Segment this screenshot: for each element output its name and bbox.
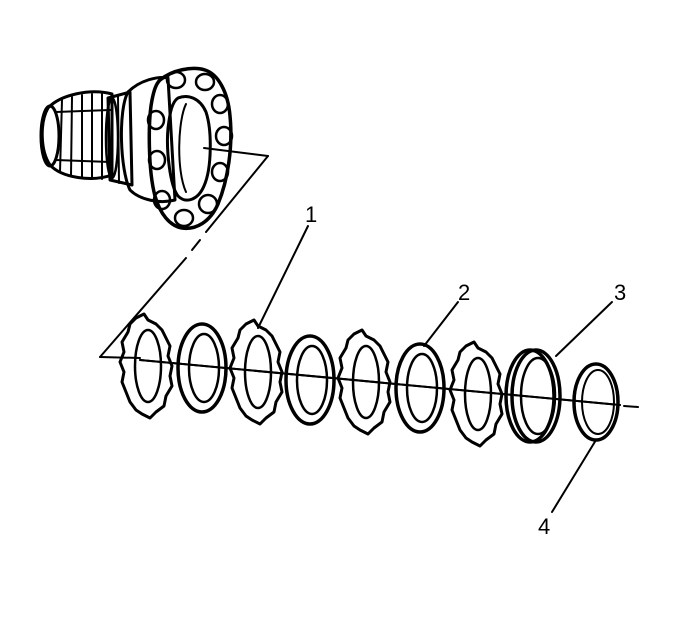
centerline-overlay <box>139 359 621 406</box>
ribbed-drum <box>39 90 114 180</box>
axis-lines <box>99 147 639 408</box>
housing-body <box>119 76 177 204</box>
steel-plate <box>284 334 336 426</box>
friction-plate <box>448 340 504 448</box>
housing-flange <box>146 66 234 231</box>
callout-4: 4 <box>538 514 550 539</box>
callout-2: 2 <box>458 280 470 305</box>
friction-plate <box>118 312 174 420</box>
callout-1: 1 <box>305 202 317 227</box>
callout-leaders <box>257 225 613 513</box>
clutch-housing-assembly <box>39 66 234 231</box>
callout-3: 3 <box>614 280 626 305</box>
shaft-collar <box>104 90 134 187</box>
